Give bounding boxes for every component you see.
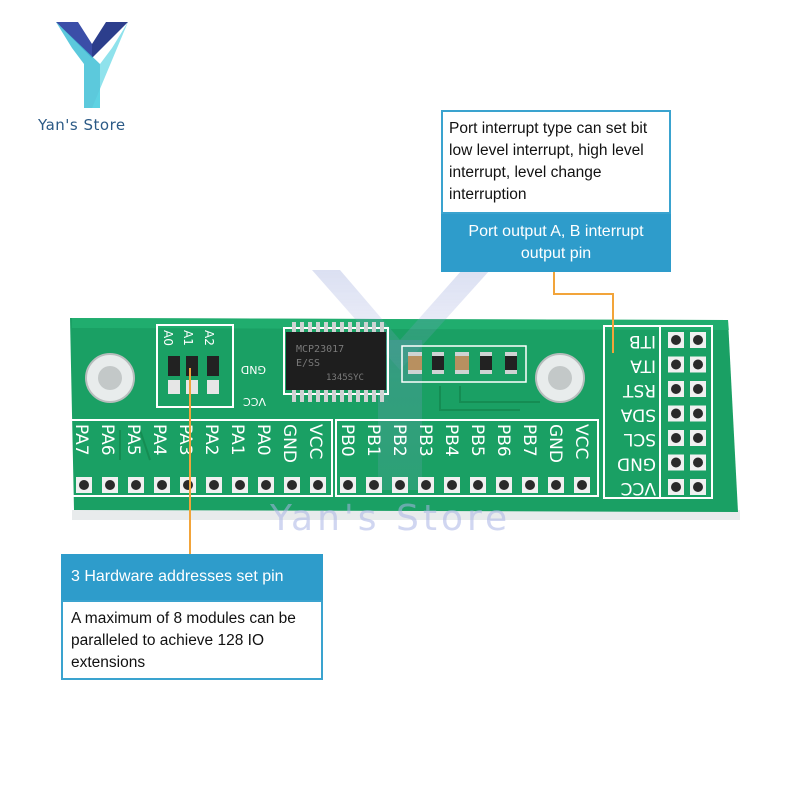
pin-right-b-5 bbox=[693, 457, 703, 468]
label-left-pin-7: PA0 bbox=[253, 424, 273, 456]
pin-bottom-15 bbox=[473, 480, 483, 490]
label-left-pin-2: PA5 bbox=[123, 424, 143, 456]
chip-marking-2: E/SS bbox=[296, 358, 320, 369]
label-mid-pin-2: PB2 bbox=[389, 424, 409, 457]
pin-right-b-0 bbox=[693, 335, 703, 345]
label-right-pin-6: VCC bbox=[621, 478, 656, 498]
pin-bottom-10 bbox=[343, 480, 353, 490]
smd-components bbox=[408, 352, 517, 374]
header-left-box bbox=[69, 419, 333, 497]
pin-bottom-17 bbox=[525, 480, 535, 490]
pin-bottom-2 bbox=[131, 480, 141, 490]
label-right-pin-4: SCL bbox=[623, 429, 656, 449]
leader-line-top-vertical bbox=[553, 270, 555, 294]
pin-bottom-7 bbox=[261, 480, 271, 490]
leader-line-bottom bbox=[189, 368, 191, 556]
label-left-pin-5: PA2 bbox=[201, 424, 221, 456]
pin-bottom-6 bbox=[235, 480, 245, 490]
pin-bottom-5 bbox=[209, 480, 219, 490]
pin-bottom-4 bbox=[183, 480, 193, 490]
jumper-gnd-label: GND bbox=[241, 363, 266, 376]
label-mid-pin-8: GND bbox=[545, 424, 565, 463]
callout-address-pins: 3 Hardware addresses set pin bbox=[61, 554, 323, 600]
pin-right-b-1 bbox=[693, 359, 703, 370]
label-left-pin-9: VCC bbox=[305, 424, 325, 459]
label-left-pin-4: PA3 bbox=[175, 424, 195, 456]
header-right-labels: ITB ITA RST SDA SCL GND VCC bbox=[617, 331, 656, 498]
pin-bottom-14 bbox=[447, 480, 457, 490]
address-jumper-box bbox=[156, 324, 234, 408]
callout-port-output: Port output A, B interrupt output pin bbox=[441, 214, 671, 272]
label-mid-pin-6: PB6 bbox=[493, 424, 513, 457]
label-mid-pin-5: PB5 bbox=[467, 424, 487, 457]
pin-right-a-4 bbox=[671, 433, 681, 443]
watermark-text: Yan's Store bbox=[269, 498, 511, 539]
label-left-pin-1: PA6 bbox=[97, 424, 117, 456]
pin-bottom-11 bbox=[369, 480, 379, 490]
label-right-pin-3: SDA bbox=[620, 405, 656, 425]
jumper-vcc-label: VCC bbox=[243, 395, 266, 408]
pin-bottom-12 bbox=[395, 480, 405, 490]
header-mid-labels: PB0 PB1 PB2 PB3 PB4 PB5 PB6 PB7 GND VCC bbox=[337, 424, 591, 463]
callout-interrupt-type: Port interrupt type can set bit low leve… bbox=[441, 110, 671, 214]
pin-bottom-16 bbox=[499, 480, 509, 490]
pin-bottom-8 bbox=[287, 480, 297, 490]
mcp23017-chip bbox=[286, 332, 386, 390]
label-mid-pin-0: PB0 bbox=[337, 424, 357, 457]
pin-bottom-19 bbox=[577, 480, 587, 490]
leader-line-top-drop bbox=[612, 293, 614, 353]
label-left-pin-6: PA1 bbox=[227, 424, 247, 456]
jumper-label-1: A1 bbox=[181, 330, 195, 346]
pin-bottom-18 bbox=[551, 480, 561, 490]
pin-right-a-0 bbox=[671, 335, 681, 345]
pin-right-b-3 bbox=[693, 408, 703, 419]
pin-right-a-3 bbox=[671, 408, 681, 419]
label-right-pin-5: GND bbox=[617, 454, 656, 474]
pin-right-a-1 bbox=[671, 359, 681, 370]
pin-bottom-1 bbox=[105, 480, 115, 490]
label-left-pin-0: PA7 bbox=[71, 424, 91, 456]
right-pin-column bbox=[668, 332, 706, 495]
pin-bottom-3 bbox=[157, 480, 167, 490]
pin-right-b-4 bbox=[693, 433, 703, 443]
label-mid-pin-7: PB7 bbox=[519, 424, 539, 457]
header-right-box bbox=[603, 325, 713, 499]
pin-bottom-9 bbox=[313, 480, 323, 490]
header-mid-box bbox=[335, 419, 599, 497]
pin-bottom-0 bbox=[79, 480, 89, 490]
leader-line-top-horizontal bbox=[553, 293, 613, 295]
callout-max-modules: A maximum of 8 modules can be paralleled… bbox=[61, 600, 323, 680]
label-left-pin-3: PA4 bbox=[149, 424, 169, 456]
label-left-pin-8: GND bbox=[279, 424, 299, 463]
chip-marking-1: MCP23017 bbox=[296, 344, 344, 355]
pin-right-b-2 bbox=[693, 384, 703, 394]
pin-bottom-13 bbox=[421, 480, 431, 490]
pin-right-a-6 bbox=[671, 482, 681, 492]
label-mid-pin-1: PB1 bbox=[363, 424, 383, 457]
brand-logo-icon bbox=[56, 22, 128, 108]
jumper-label-2: A2 bbox=[202, 330, 216, 346]
label-mid-pin-4: PB4 bbox=[441, 424, 461, 457]
label-right-pin-1: ITA bbox=[630, 356, 656, 376]
label-right-pin-0: ITB bbox=[629, 331, 656, 351]
jumper-label-0: A0 bbox=[161, 330, 175, 346]
label-right-pin-2: RST bbox=[622, 380, 656, 400]
pin-right-a-5 bbox=[671, 457, 681, 468]
pin-right-a-2 bbox=[671, 384, 681, 394]
label-mid-pin-9: VCC bbox=[571, 424, 591, 459]
brand-name: Yan's Store bbox=[38, 116, 126, 134]
label-mid-pin-3: PB3 bbox=[415, 424, 435, 457]
chip-marking-3: 1345SYC bbox=[326, 373, 364, 383]
pin-right-b-6 bbox=[693, 482, 703, 492]
bottom-pin-row bbox=[76, 477, 590, 493]
